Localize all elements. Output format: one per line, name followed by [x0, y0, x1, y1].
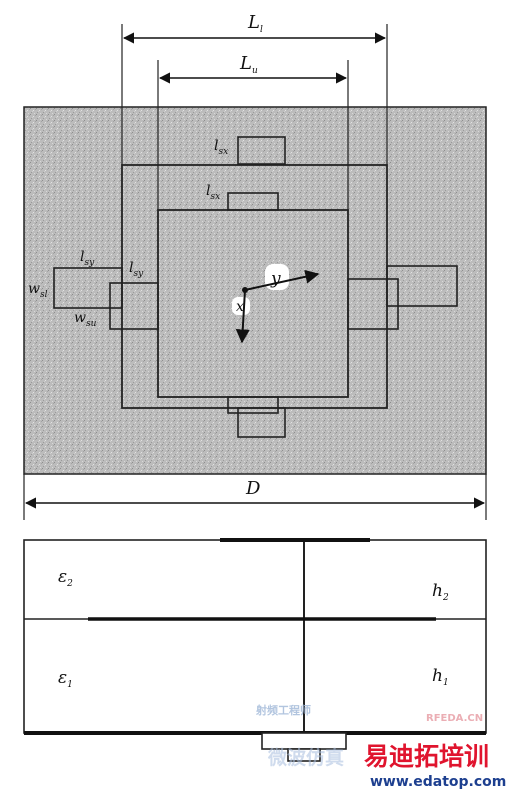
slot-left-inner: [109, 282, 159, 330]
axis-y-label: y: [270, 269, 281, 289]
watermark-rfeda: RFEDA.CN: [426, 713, 483, 724]
slot-top-inner: [227, 192, 279, 211]
watermark-brand: 易迪拓培训: [364, 742, 489, 771]
label-lsx-inner: lsx: [206, 183, 220, 202]
side-view-outline: [23, 539, 487, 734]
axis-x-label: x: [236, 299, 244, 315]
label-lsy-outer: lsy: [80, 249, 95, 268]
top-view: Ll Lu D lsx lsx lsy lsy wsl wsu y x: [23, 12, 487, 520]
slot-top-outer: [237, 136, 286, 165]
label-eps2: ε2: [58, 567, 73, 589]
slot-left-outer: [53, 267, 123, 309]
axis-x-arrow: [235, 289, 250, 344]
label-wsl: wsl: [28, 281, 48, 300]
slot-bottom-outer: [237, 407, 286, 438]
watermark: 射频工程师 RFEDA.CN 微波仿真 易迪拓培训 www.edatop.com: [255, 703, 506, 790]
watermark-cn-light: 射频工程师: [255, 703, 311, 717]
side-view: ε2 ε1 h2 h1: [23, 538, 487, 762]
axis-y-arrow: [244, 269, 320, 291]
label-lsx-top: lsx: [214, 138, 228, 157]
slot-right-inner: [347, 278, 399, 330]
label-d: D: [245, 478, 261, 499]
slot-right-outer: [386, 265, 458, 307]
connector-pin: [287, 748, 321, 762]
label-h2: h2: [432, 581, 449, 603]
watermark-faint: 微波仿真: [267, 746, 344, 769]
upper-patch: [157, 209, 349, 398]
slot-bottom-inner: [227, 396, 279, 414]
label-lu: Lu: [239, 53, 258, 76]
watermark-site: www.edatop.com: [370, 774, 506, 790]
axis-x-label-bg: [232, 297, 250, 315]
label-wsu: wsu: [74, 310, 97, 329]
label-h1: h1: [432, 666, 449, 688]
label-eps1: ε1: [58, 668, 73, 690]
label-ll: Ll: [247, 12, 263, 35]
label-lsy-inner: lsy: [129, 260, 144, 279]
